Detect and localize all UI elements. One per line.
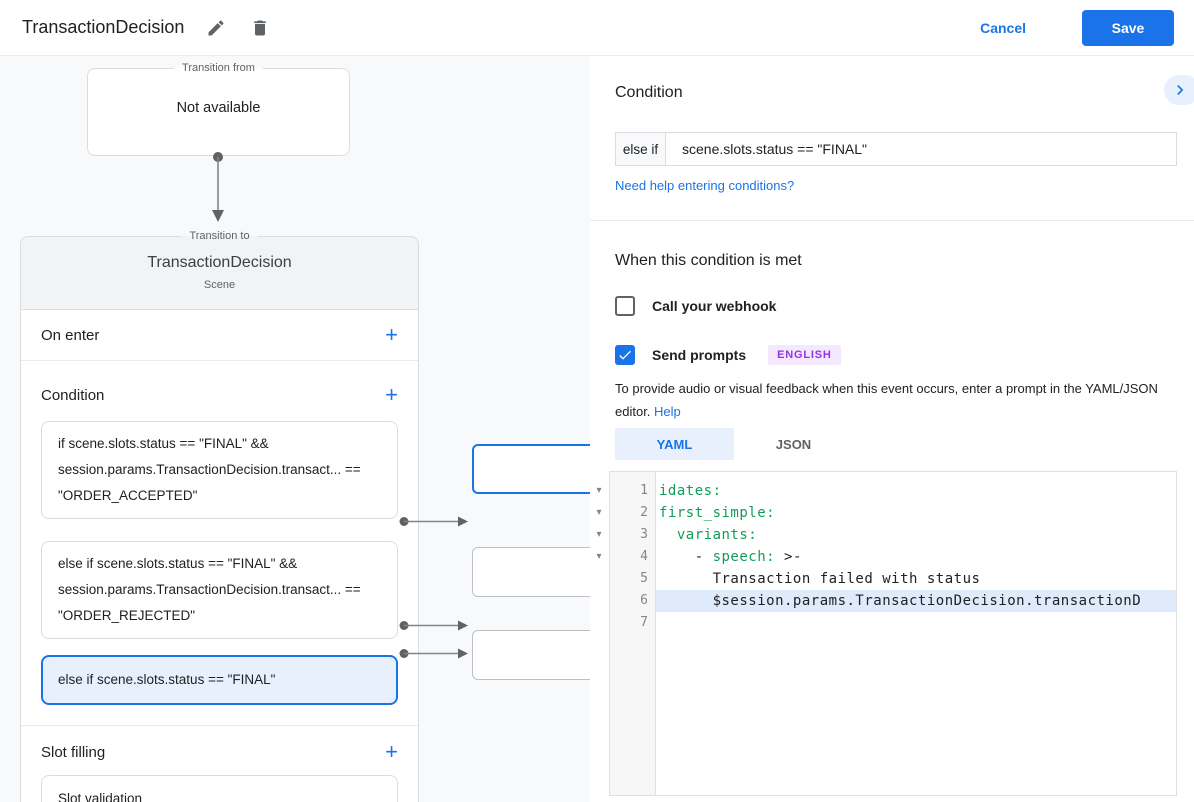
yaml-key: speech: bbox=[712, 549, 776, 565]
panel-divider bbox=[590, 220, 1194, 221]
fold-toggle-line-4[interactable]: ▾ bbox=[596, 550, 602, 562]
prompts-row: Send prompts ENGLISH bbox=[615, 345, 841, 365]
yaml-key: idates: bbox=[659, 483, 722, 499]
yaml-dash: - bbox=[659, 549, 713, 565]
flow-connector-arrow bbox=[212, 152, 224, 222]
pencil-icon bbox=[208, 19, 224, 35]
condition-operator-label: else if bbox=[615, 132, 665, 166]
checkmark-icon bbox=[619, 350, 631, 360]
condition-editor-panel: Condition else if scene.slots.status == … bbox=[590, 56, 1194, 802]
code-line-7 bbox=[656, 612, 1176, 634]
add-on-enter-button[interactable]: + bbox=[385, 322, 398, 347]
condition-help-link[interactable]: Need help entering conditions? bbox=[615, 178, 795, 193]
language-badge: ENGLISH bbox=[768, 345, 841, 365]
call-webhook-label: Call your webhook bbox=[652, 298, 777, 314]
transition-from-box[interactable]: Transition from Not available bbox=[87, 62, 350, 156]
chevron-right-icon bbox=[1177, 85, 1184, 95]
save-button[interactable]: Save bbox=[1082, 9, 1174, 46]
top-bar: TransactionDecision Cancel Save bbox=[0, 0, 1194, 56]
condition-expression-input[interactable]: scene.slots.status == "FINAL" bbox=[665, 132, 1177, 166]
transition-target-box-3[interactable] bbox=[472, 630, 590, 680]
edit-title-button[interactable] bbox=[204, 16, 228, 40]
scene-card-body: On enter + Condition + if scene.slots.st… bbox=[21, 309, 418, 802]
tab-json[interactable]: JSON bbox=[775, 436, 812, 452]
fold-toggle-line-2[interactable]: ▾ bbox=[596, 506, 602, 518]
line-number: 4 bbox=[640, 549, 648, 564]
page-title: TransactionDecision bbox=[22, 17, 185, 37]
transition-from-value: Not available bbox=[176, 100, 261, 116]
code-line-1: idates: bbox=[656, 480, 1176, 502]
yaml-text: $session.params.TransactionDecision.tran… bbox=[659, 593, 1142, 609]
code-line-4: - speech: >- bbox=[656, 546, 1176, 568]
condition-arrow-3 bbox=[399, 648, 468, 659]
when-met-heading: When this condition is met bbox=[615, 252, 802, 269]
code-area[interactable]: idates: first_simple: variants: - speech… bbox=[656, 472, 1176, 795]
fold-toggle-line-3[interactable]: ▾ bbox=[596, 528, 602, 540]
call-webhook-checkbox[interactable] bbox=[615, 296, 635, 316]
scene-type-label: Scene bbox=[203, 279, 236, 291]
line-number: 2 bbox=[640, 505, 648, 520]
condition-heading: Condition bbox=[615, 84, 683, 101]
transition-target-box-2[interactable] bbox=[472, 547, 590, 597]
condition-card-final-selected[interactable]: else if scene.slots.status == "FINAL" bbox=[41, 655, 398, 705]
transition-target-box-1[interactable] bbox=[472, 444, 590, 494]
condition-arrow-1 bbox=[399, 516, 468, 527]
condition-arrow-2 bbox=[399, 620, 468, 631]
code-line-5: Transaction failed with status bbox=[656, 568, 1176, 590]
on-enter-label: On enter bbox=[41, 326, 100, 344]
slot-validation-card[interactable]: Slot validation bbox=[41, 775, 398, 802]
transition-to-legend: Transition to bbox=[189, 230, 250, 242]
scene-flow-diagram: Transition from Not available Transition… bbox=[0, 56, 590, 802]
slot-filling-section: Slot filling + Slot validation bbox=[21, 726, 418, 802]
yaml-key: first_simple: bbox=[659, 505, 776, 521]
condition-card-accepted[interactable]: if scene.slots.status == "FINAL" && sess… bbox=[41, 421, 398, 519]
tab-yaml[interactable]: YAML bbox=[615, 428, 734, 460]
line-number: 7 bbox=[640, 615, 648, 630]
code-line-6-highlighted: $session.params.TransactionDecision.tran… bbox=[656, 590, 1176, 612]
yaml-code-editor[interactable]: 1 2 3 4 5 6 7 idates: first_simple: vari… bbox=[609, 471, 1177, 796]
send-prompts-checkbox[interactable] bbox=[615, 345, 635, 365]
code-line-3: variants: bbox=[656, 524, 1176, 546]
condition-card-rejected[interactable]: else if scene.slots.status == "FINAL" &&… bbox=[41, 541, 398, 639]
line-number: 5 bbox=[640, 571, 648, 586]
add-slot-button[interactable]: + bbox=[385, 739, 398, 764]
transition-to-card: Transition to TransactionDecision Scene … bbox=[20, 230, 419, 802]
scene-card-header[interactable]: TransactionDecision Scene bbox=[21, 242, 418, 309]
yaml-text: Transaction failed with status bbox=[659, 571, 981, 587]
webhook-row: Call your webhook bbox=[615, 296, 776, 316]
line-number-gutter: 1 2 3 4 5 6 7 bbox=[610, 472, 656, 795]
code-fold-column: ▾ ▾ ▾ ▾ bbox=[592, 479, 606, 567]
line-number: 6 bbox=[640, 593, 648, 608]
condition-expression-row: else if scene.slots.status == "FINAL" bbox=[615, 132, 1177, 166]
scene-name: TransactionDecision bbox=[147, 254, 292, 271]
on-enter-section: On enter + bbox=[21, 310, 418, 361]
slot-filling-label: Slot filling bbox=[41, 743, 106, 761]
fold-toggle-line-1[interactable]: ▾ bbox=[596, 484, 602, 496]
yaml-block-indicator: >- bbox=[775, 549, 802, 565]
cancel-button[interactable]: Cancel bbox=[980, 19, 1026, 36]
prompt-description-text: To provide audio or visual feedback when… bbox=[615, 381, 1158, 419]
trash-icon bbox=[254, 20, 267, 35]
help-link[interactable]: Help bbox=[654, 403, 681, 419]
condition-section: Condition + if scene.slots.status == "FI… bbox=[21, 361, 418, 726]
code-line-2: first_simple: bbox=[656, 502, 1176, 524]
send-prompts-label: Send prompts bbox=[652, 347, 747, 363]
transition-from-legend: Transition from bbox=[182, 62, 255, 74]
condition-section-label: Condition bbox=[41, 386, 105, 404]
collapse-panel-button[interactable] bbox=[1164, 75, 1194, 105]
line-number: 3 bbox=[640, 527, 648, 542]
add-condition-button[interactable]: + bbox=[385, 382, 398, 407]
yaml-key: variants: bbox=[659, 527, 758, 543]
prompt-description: To provide audio or visual feedback when… bbox=[615, 378, 1181, 424]
editor-format-tabs: YAML JSON bbox=[615, 428, 853, 460]
delete-scene-button[interactable] bbox=[248, 16, 272, 40]
line-number: 1 bbox=[640, 483, 648, 498]
